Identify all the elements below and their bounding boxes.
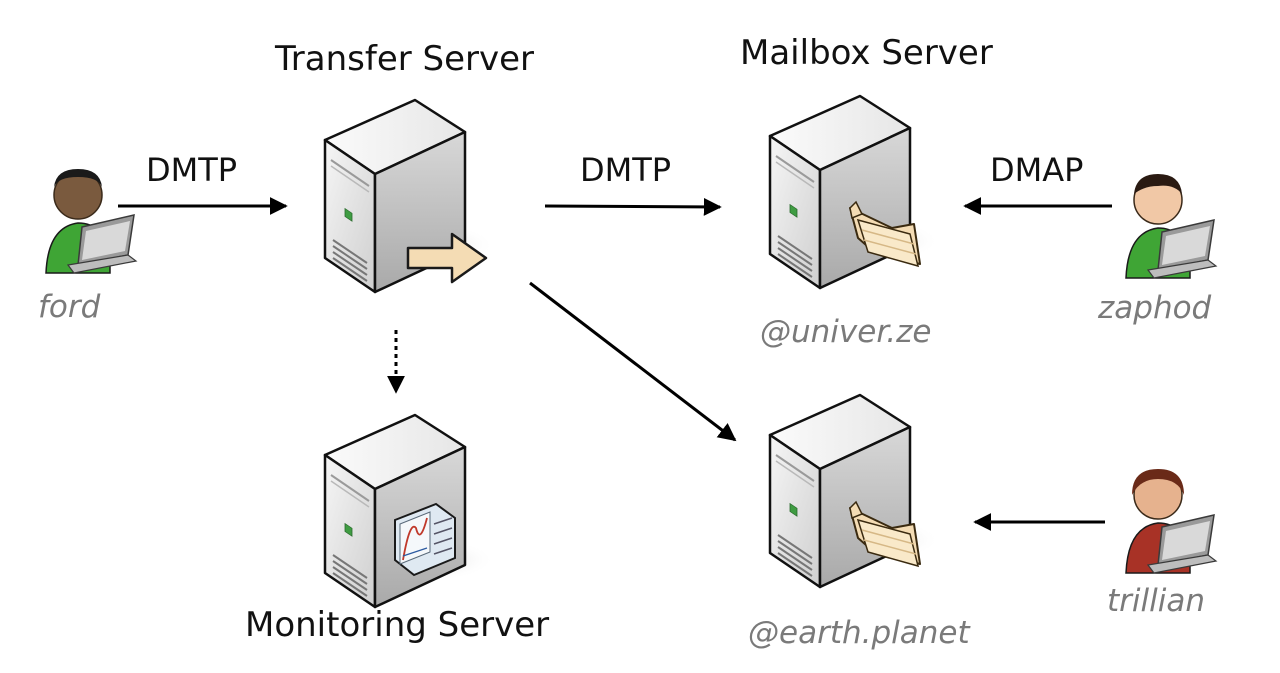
mailbox-server: Mailbox Server @univer.ze [740, 33, 993, 350]
mailbox-server-title: Mailbox Server [740, 33, 993, 73]
server-icon [323, 413, 497, 609]
protocol-label-ford-transfer: DMTP [146, 151, 237, 189]
user-zaphod: zaphod [1097, 174, 1217, 326]
user-trillian: trillian [1107, 469, 1217, 619]
user-name-trillian: trillian [1107, 583, 1205, 619]
transfer-server-title: Transfer Server [274, 39, 534, 79]
user-laptop-icon [1125, 174, 1217, 279]
user-ford: ford [38, 169, 137, 325]
earth-server: @earth.planet [748, 393, 971, 651]
user-name-zaphod: zaphod [1097, 290, 1212, 326]
transfer-to-earth-arrow [529, 281, 737, 442]
transfer-to-mailbox-arrow [544, 197, 722, 216]
protocol-label-transfer-mailbox: DMTP [580, 151, 671, 189]
user-laptop-icon [45, 169, 137, 274]
forward-arrow-icon [406, 232, 488, 284]
user-name-ford: ford [38, 289, 101, 325]
monitoring-server-title: Monitoring Server [245, 605, 549, 645]
protocol-label-zaphod-mailbox: DMAP [990, 151, 1083, 189]
user-laptop-icon [1125, 469, 1217, 574]
transfer-server: Transfer Server [274, 39, 534, 294]
monitoring-server: Monitoring Server [245, 413, 549, 645]
mailbox-domain: @univer.ze [760, 314, 931, 350]
monitor-chart-icon [394, 502, 456, 577]
connections [118, 197, 1112, 531]
earth-domain: @earth.planet [748, 615, 971, 651]
